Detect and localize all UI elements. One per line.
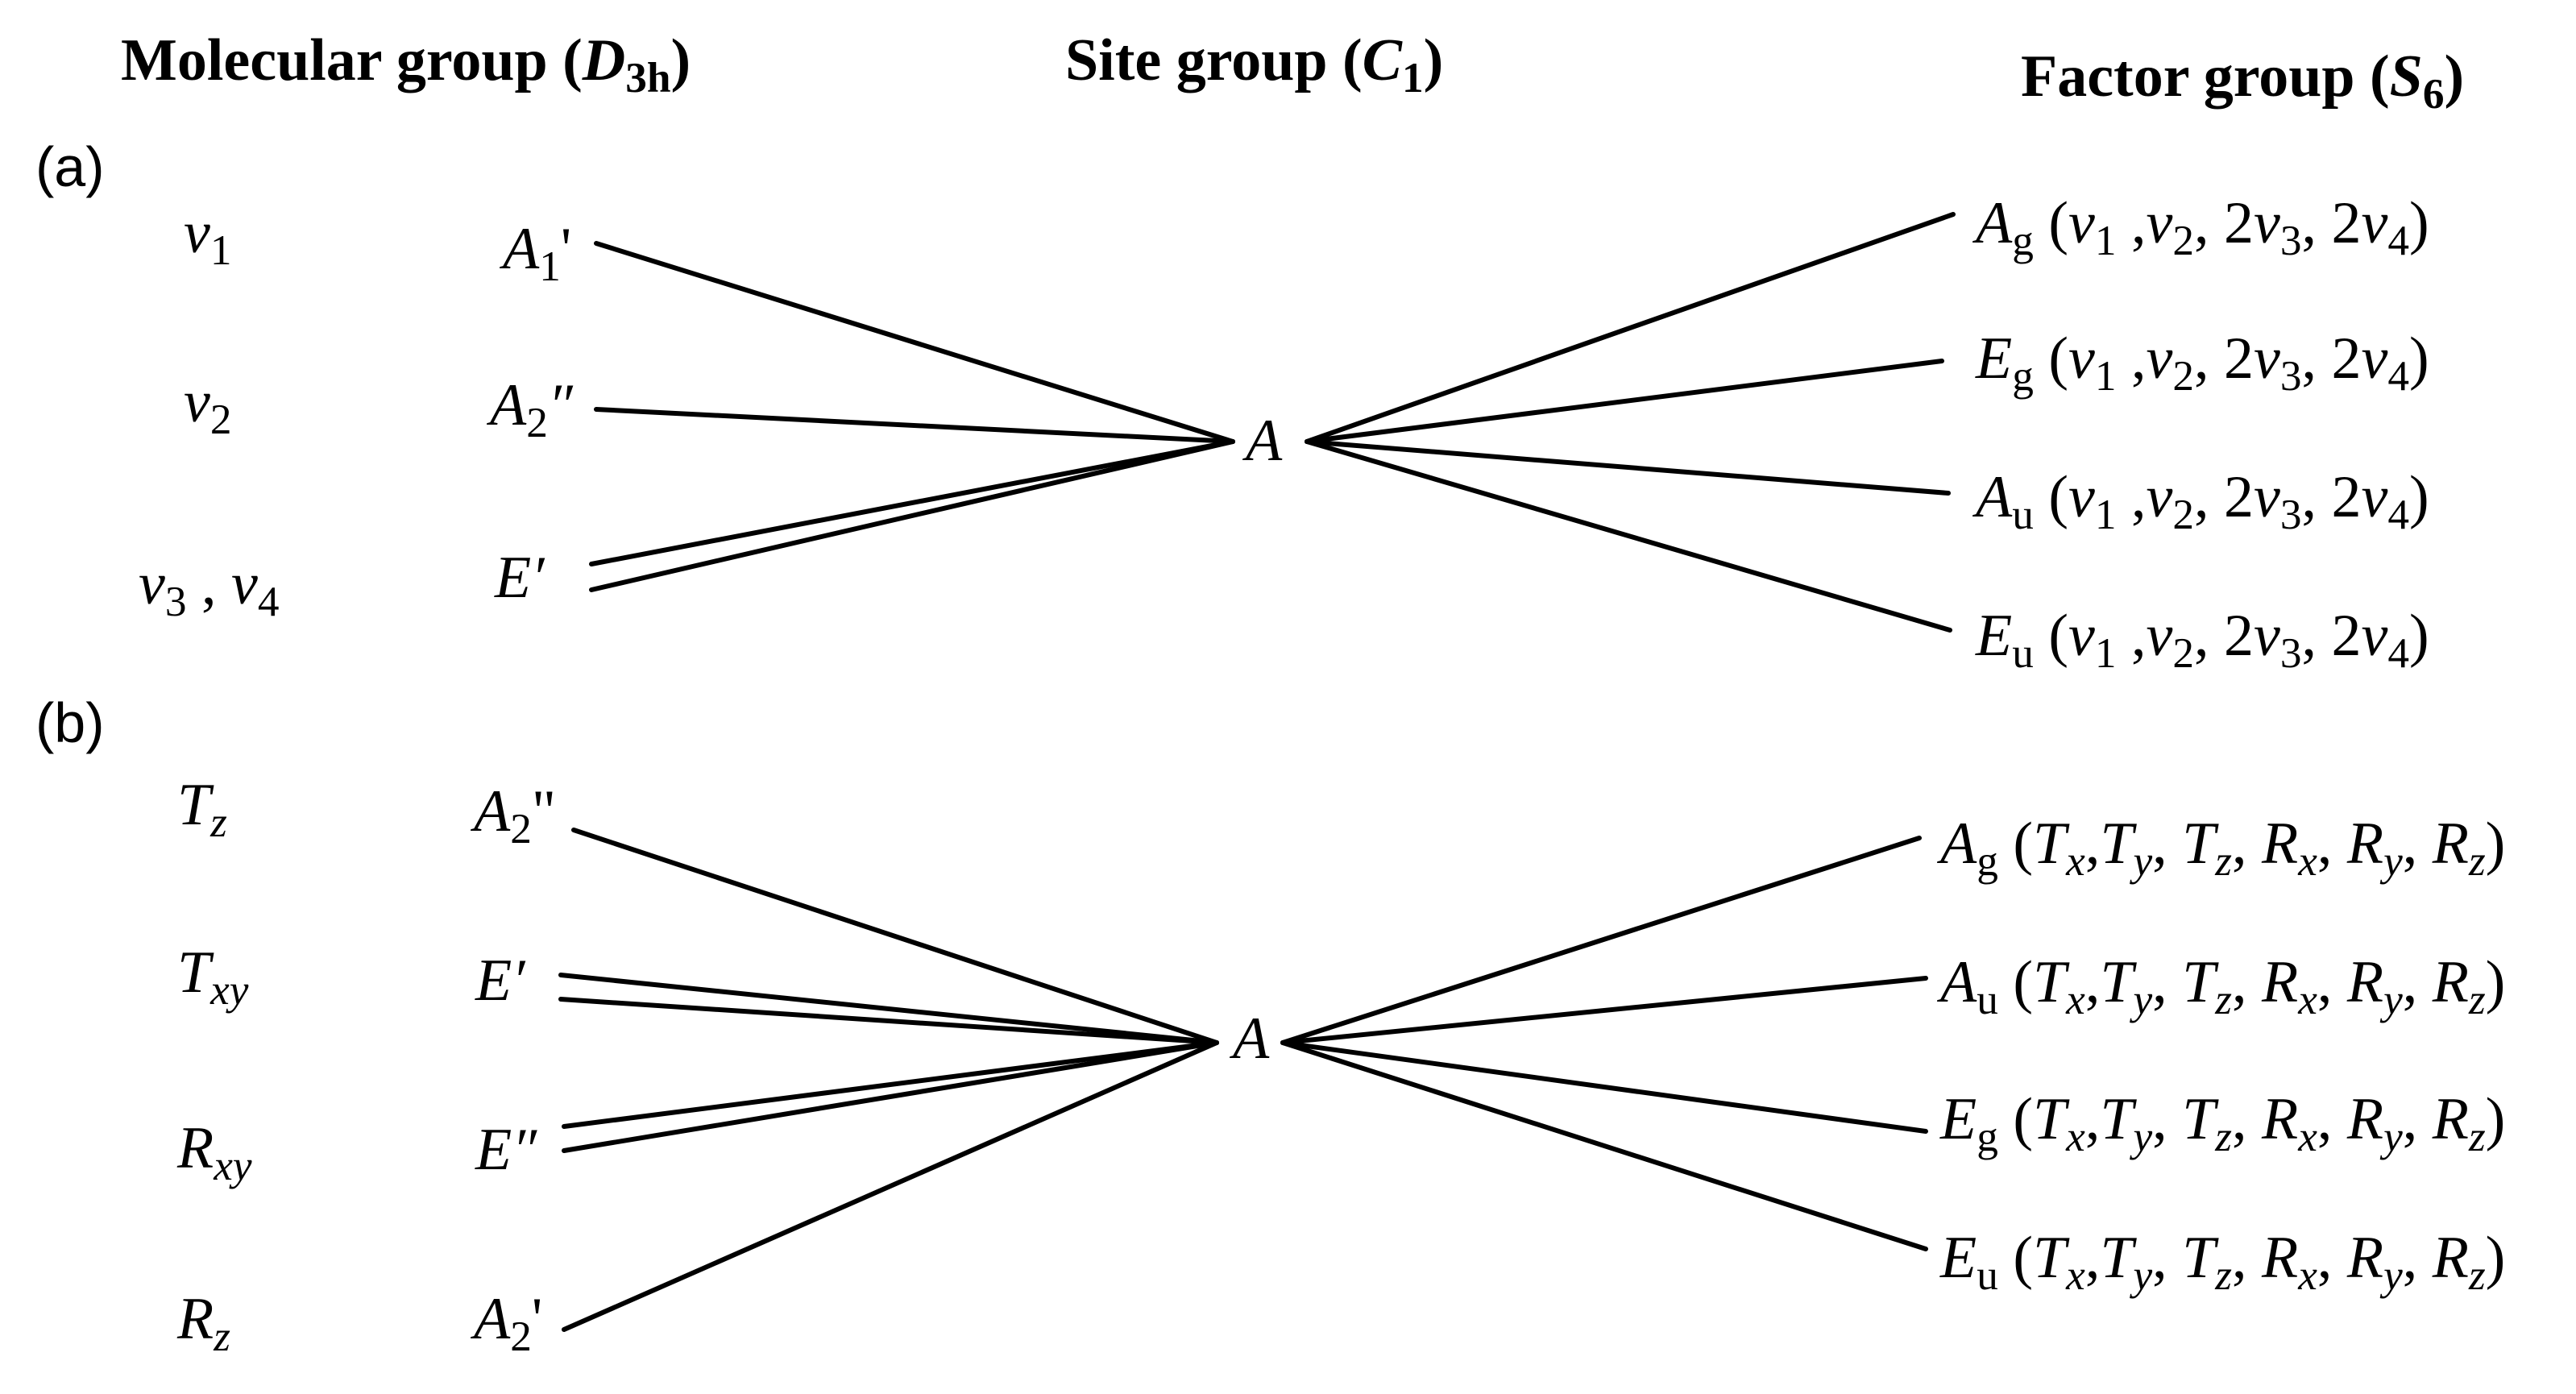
irrep-a2-double-prime: A2″ (490, 372, 573, 446)
line-a-to-ag (1305, 212, 1956, 444)
irrep-a2-dprime-b: A2" (474, 778, 557, 853)
factor-ag-panel-b: Ag (Tx,Ty, Tz, Rx, Ry, Rz) (1940, 811, 2506, 885)
line-a-to-au-b (1280, 976, 1928, 1045)
factor-eg-panel-b: Eg (Tx,Ty, Tz, Rx, Ry, Rz) (1940, 1086, 2506, 1160)
mode-tz: Tz (177, 772, 227, 846)
mode-nu3-nu4: ν3 , ν4 (139, 551, 280, 625)
header-molecular-group: Molecular group (D3h) (121, 27, 691, 102)
line-epp2-to-a (562, 1040, 1219, 1153)
line-a1-to-a (594, 241, 1235, 444)
factor-eg-panel-a: Eg (ν1 ,ν2, 2ν3, 2ν4) (1976, 326, 2429, 400)
mode-rz: Rz (177, 1286, 230, 1360)
line-a-to-eu (1305, 439, 1952, 633)
factor-au-panel-b: Au (Tx,Ty, Tz, Rx, Ry, Rz) (1940, 949, 2506, 1023)
irrep-a2-prime-b: A2' (474, 1286, 543, 1360)
line-e1-to-a (589, 439, 1235, 566)
mode-nu2: ν2 (184, 369, 232, 443)
line-a2p-to-a (562, 1040, 1219, 1332)
mode-txy: Txy (177, 940, 249, 1014)
header-site-group: Site group (C1) (1065, 27, 1444, 102)
panel-label-b: (b) (35, 691, 105, 754)
site-a-panel-b: A (1233, 1006, 1270, 1072)
irrep-e-prime-b: E′ (475, 948, 525, 1014)
line-a-to-eu-b (1280, 1040, 1928, 1251)
line-ep2-to-a (558, 997, 1219, 1045)
line-a-to-eg-b (1280, 1040, 1928, 1134)
line-e2-to-a (589, 439, 1235, 592)
factor-eu-panel-b: Eu (Tx,Ty, Tz, Rx, Ry, Rz) (1940, 1225, 2506, 1299)
line-epp1-to-a (562, 1040, 1219, 1129)
header-factor-group: Factor group (S6) (2021, 44, 2465, 118)
line-a-to-au (1305, 439, 1951, 496)
irrep-a1-prime: A1' (503, 216, 572, 290)
site-a-panel-a: A (1246, 408, 1283, 474)
mode-nu1: ν1 (184, 200, 232, 274)
line-a2-to-a (594, 407, 1235, 444)
irrep-e-prime: E′ (495, 545, 545, 611)
factor-eu-panel-a: Eu (ν1 ,ν2, 2ν3, 2ν4) (1976, 603, 2429, 677)
factor-au-panel-a: Au (ν1 ,ν2, 2ν3, 2ν4) (1976, 464, 2429, 538)
line-a-to-eg (1305, 359, 1944, 444)
factor-ag-panel-a: Ag (ν1 ,ν2, 2ν3, 2ν4) (1976, 190, 2429, 264)
mode-rxy: Rxy (177, 1115, 252, 1189)
line-ep1-to-a (558, 973, 1219, 1045)
panel-label-a: (a) (35, 135, 105, 198)
line-a-to-ag-b (1280, 836, 1922, 1045)
line-a2pp-to-a (571, 828, 1219, 1045)
irrep-e-dprime-b: E″ (475, 1117, 537, 1183)
